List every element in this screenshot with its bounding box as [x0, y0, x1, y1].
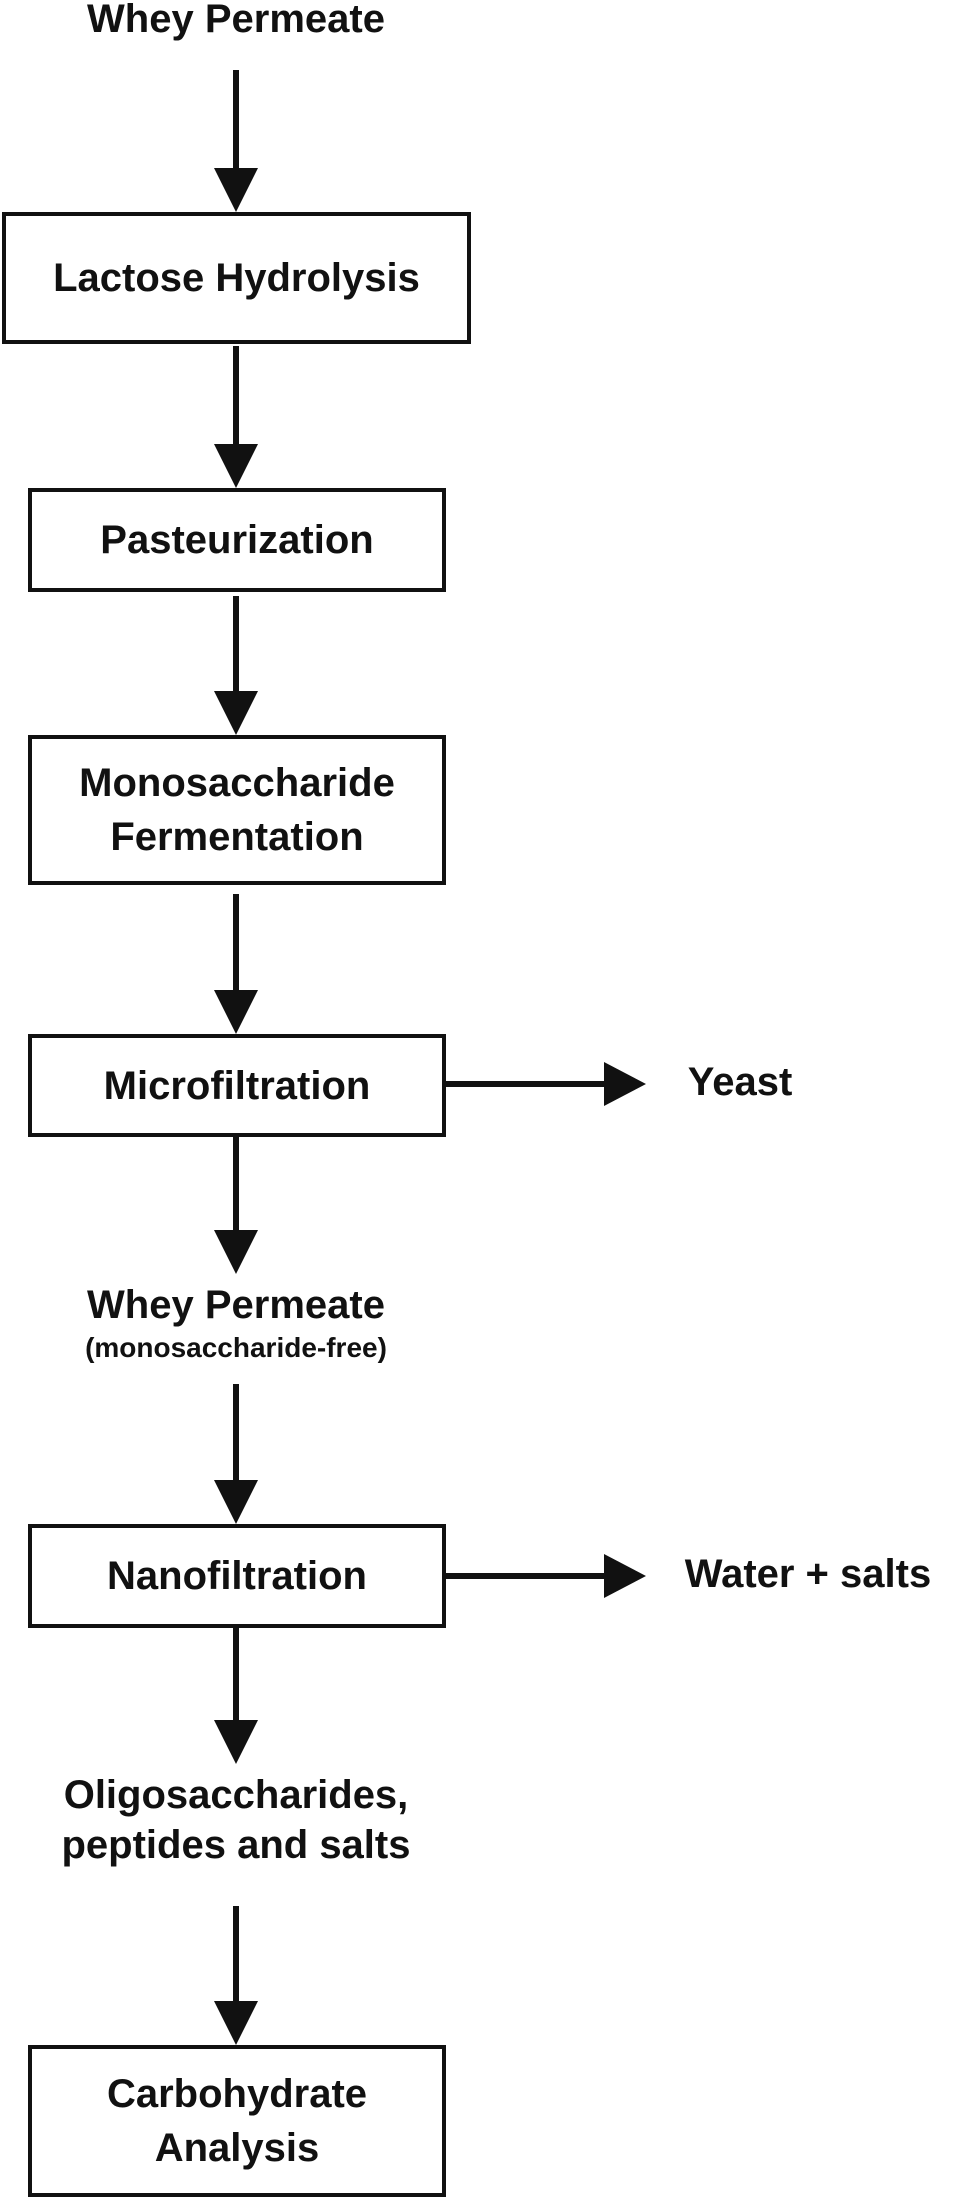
- pasteurization-box: Pasteurization: [28, 488, 446, 592]
- lactose-hydrolysis-label: Lactose Hydrolysis: [53, 256, 420, 300]
- input-label-text: Whey Permeate: [87, 0, 385, 41]
- retentate-line1: Oligosaccharides,: [63, 1773, 409, 1817]
- monosaccharide-free-permeate-label: Whey Permeate (monosaccharide-free): [36, 1280, 436, 1365]
- analysis-label-line2: Analysis: [154, 2126, 320, 2170]
- carbohydrate-analysis-box: Carbohydrate Analysis: [28, 2045, 446, 2197]
- fermentation-label-line2: Fermentation: [110, 815, 364, 859]
- permeate-note: (monosaccharide-free): [85, 1332, 387, 1363]
- horizontal-arrows: [443, 1062, 646, 1598]
- arrowhead-input-to-hydrolysis: [214, 168, 258, 212]
- arrowhead-nanofiltration-to-water: [604, 1554, 646, 1598]
- water-salts-label-text: Water + salts: [684, 1552, 932, 1596]
- vertical-arrows: [214, 70, 258, 2045]
- fermentation-box: Monosaccharide Fermentation: [28, 735, 446, 885]
- arrowhead-hydrolysis-to-pasteurization: [214, 444, 258, 488]
- analysis-label-line1: Carbohydrate: [106, 2072, 368, 2116]
- retentate-line2: peptides and salts: [61, 1823, 411, 1867]
- microfiltration-box: Microfiltration: [28, 1034, 446, 1137]
- yeast-label-text: Yeast: [687, 1060, 793, 1104]
- retentate-label: Oligosaccharides, peptides and salts: [16, 1770, 456, 1870]
- arrowhead-retentate-to-analysis: [214, 2001, 258, 2045]
- arrowhead-fermentation-to-microfiltration: [214, 990, 258, 1034]
- arrowhead-pasteurization-to-fermentation: [214, 691, 258, 735]
- input-label: Whey Permeate: [36, 0, 436, 44]
- arrowhead-nanofiltration-to-retentate: [214, 1720, 258, 1764]
- nanofiltration-box: Nanofiltration: [28, 1524, 446, 1628]
- fermentation-label-line1: Monosaccharide: [79, 761, 395, 805]
- lactose-hydrolysis-box: Lactose Hydrolysis: [2, 212, 471, 344]
- microfiltration-label: Microfiltration: [103, 1063, 371, 1108]
- arrowhead-microfiltration-to-yeast: [604, 1062, 646, 1106]
- yeast-label: Yeast: [660, 1057, 820, 1107]
- arrowhead-microfiltration-to-permeate: [214, 1230, 258, 1274]
- permeate-title: Whey Permeate: [87, 1283, 385, 1327]
- nanofiltration-label: Nanofiltration: [107, 1554, 367, 1598]
- water-salts-label: Water + salts: [648, 1549, 968, 1599]
- arrowhead-permeate-to-nanofiltration: [214, 1480, 258, 1524]
- pasteurization-label: Pasteurization: [100, 518, 374, 562]
